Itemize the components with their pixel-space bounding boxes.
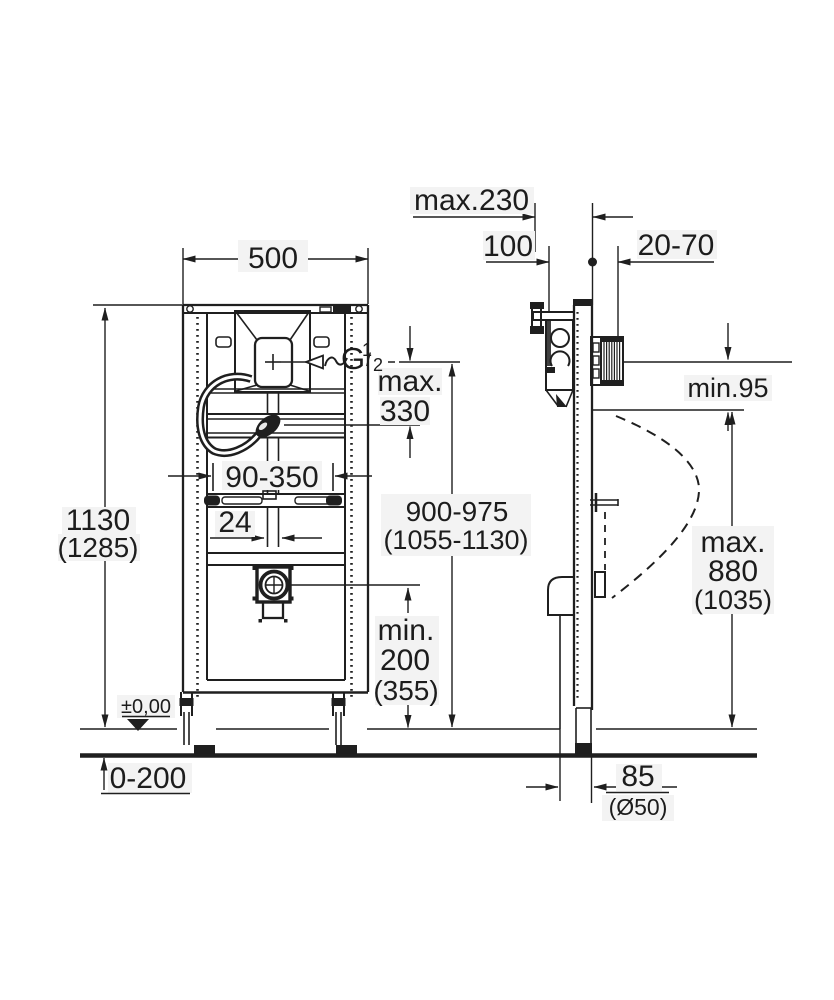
pipe-clip — [547, 576, 574, 616]
dim-frame-height-alt: (1285) — [58, 532, 139, 563]
dim-inlet-height-range: 900-975 — [406, 496, 509, 527]
corner-screw-left — [186, 305, 194, 313]
wall-bracket — [530, 302, 575, 334]
dim-inlet-height-alt: (1055-1130) — [383, 525, 528, 555]
dim-inlet-drop-qual: max. — [377, 365, 442, 398]
level-symbol — [127, 719, 149, 731]
dim-floor-level: ±0,00 — [121, 696, 171, 718]
dim-urinal-alt: (1035) — [694, 585, 772, 615]
post-strokes — [100, 715, 669, 795]
dim-drain-value: 200 — [380, 644, 430, 677]
urinal-outline — [611, 415, 701, 599]
drain-socket — [252, 565, 294, 623]
fixing-stud-side — [590, 493, 619, 512]
text-backgrounds — [58, 187, 774, 821]
front-view-frame — [179, 303, 370, 755]
corner-screw-right — [355, 305, 363, 313]
dim-outlet-diameter: (Ø50) — [609, 794, 668, 820]
dim-thread-fraction: 1 / 2 — [362, 340, 383, 375]
dim-floor-adjust: 0-200 — [110, 762, 187, 795]
spigot-connector — [590, 336, 624, 386]
floor-lines — [80, 728, 757, 803]
vent-slot-left — [215, 336, 232, 348]
mounting-bar — [204, 490, 346, 508]
label-mark — [333, 305, 351, 313]
outlet-sleeve — [594, 571, 606, 598]
dim-thread-prefix: G — [341, 341, 365, 376]
dim-frame-height: 1130 — [66, 504, 131, 537]
dim-guide-width: 24 — [218, 506, 251, 539]
dimension-texts: 500 max.230 100 20-70 G 1 / 2 max. 330 9… — [58, 184, 772, 820]
frame-feet — [179, 692, 357, 755]
dim-drain-alt: (355) — [373, 675, 438, 706]
stud-right — [326, 495, 342, 506]
dim-frame-width: 500 — [248, 242, 298, 275]
stud-left — [204, 495, 220, 506]
vent-slot-right — [313, 336, 330, 348]
dim-outlet-offset: 85 — [621, 760, 654, 793]
dim-urinal-value: 880 — [708, 555, 758, 588]
inlet-hose — [196, 372, 281, 457]
dim-offset-max: max.230 — [414, 184, 529, 217]
dim-inlet-drop-value: 330 — [380, 395, 430, 428]
side-view-frame — [530, 299, 701, 755]
dim-stud-range: 90-350 — [225, 461, 318, 494]
dim-urinal-qual: max. — [700, 526, 765, 559]
dim-wall-range: 20-70 — [638, 229, 715, 262]
flush-valve — [545, 319, 574, 408]
dim-bracket-depth: 100 — [483, 230, 533, 263]
dim-spigot-clearance: min.95 — [687, 373, 768, 403]
dim-drain-qual: min. — [378, 614, 435, 647]
